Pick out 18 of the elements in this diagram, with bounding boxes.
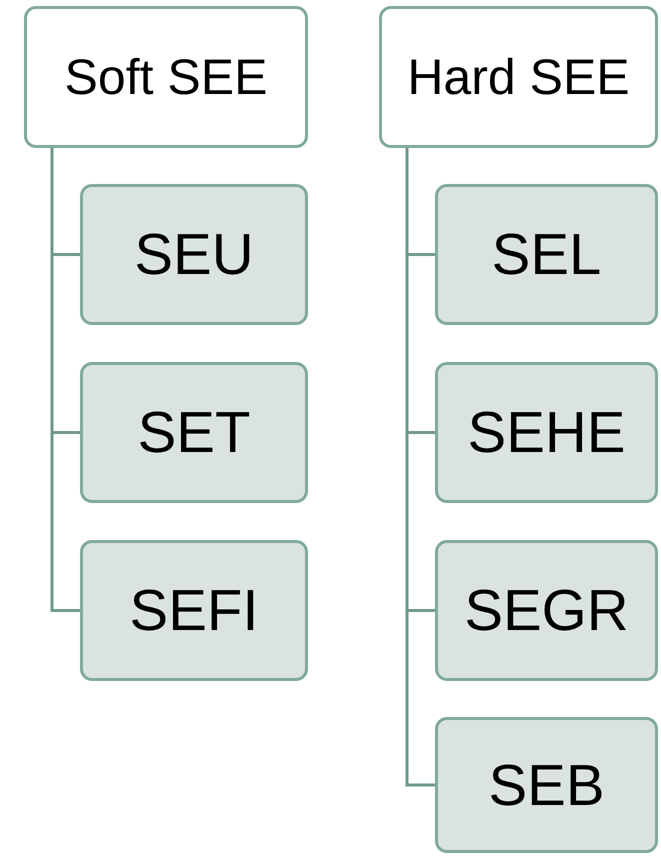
box-label: SET <box>138 399 250 466</box>
box-label: SEL <box>492 221 602 288</box>
box-label: Soft SEE <box>64 48 268 106</box>
box-label: SEHE <box>468 399 626 466</box>
effect-box <box>80 540 308 681</box>
effect-box <box>435 184 658 325</box>
box-label: SEB <box>488 752 605 818</box>
effect-box <box>80 184 308 325</box>
effect-box <box>80 362 308 503</box>
box-label: Hard SEE <box>407 48 630 106</box>
box-label: SEU <box>134 221 254 288</box>
effect-box <box>435 362 658 503</box>
effect-box <box>435 717 658 853</box>
category-box <box>379 6 658 148</box>
box-label: SEGR <box>464 577 629 644</box>
box-label: SEFI <box>130 577 258 644</box>
effect-box <box>435 540 658 681</box>
category-box <box>24 6 308 148</box>
